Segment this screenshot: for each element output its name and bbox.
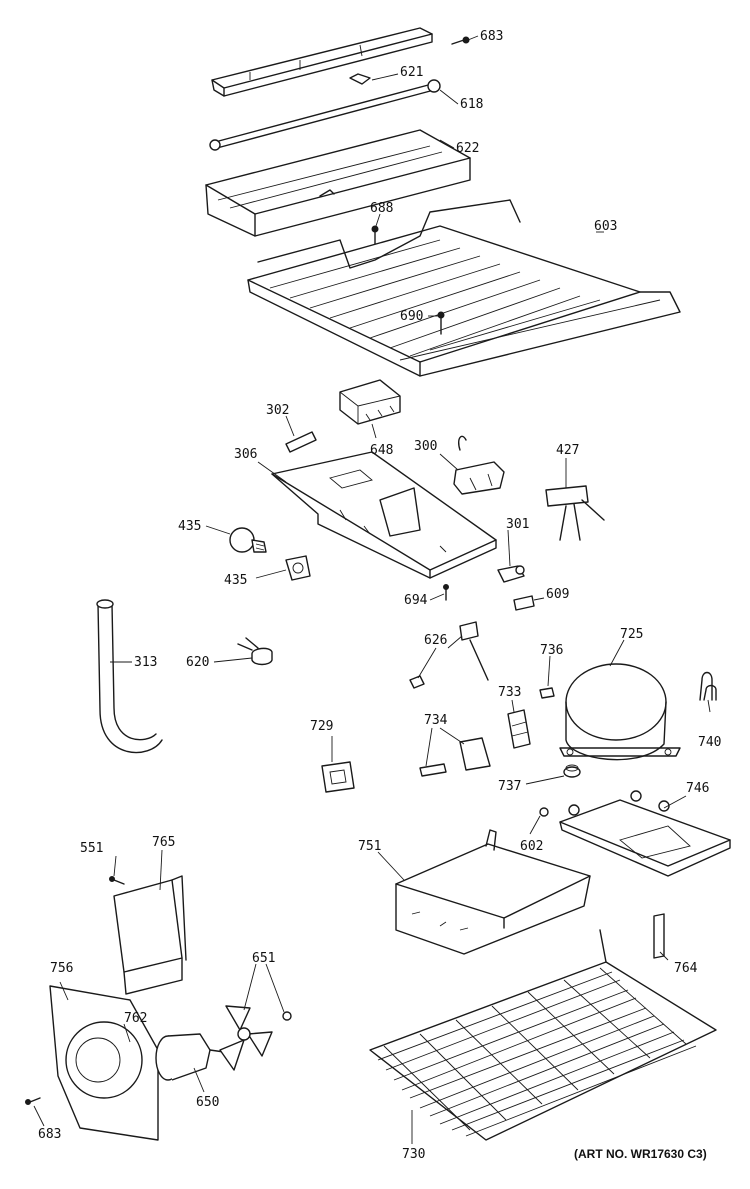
part-729-block — [321, 761, 355, 793]
callout-306: 306 — [234, 447, 257, 462]
part-302-tube — [285, 431, 317, 453]
callout-435-bulb: 435 — [178, 519, 201, 534]
callout-690: 690 — [400, 309, 423, 324]
part-740-hook — [699, 671, 717, 701]
callout-620: 620 — [186, 655, 209, 670]
part-651-fan-blade — [219, 1005, 292, 1071]
part-690-screw — [437, 311, 445, 335]
part-603-cover — [247, 199, 681, 377]
callout-751: 751 — [358, 839, 381, 854]
art-number: (ART NO. WR17630 C3) — [574, 1147, 707, 1161]
part-683-screw-bottom — [25, 1097, 41, 1105]
callout-746: 746 — [686, 781, 709, 796]
callout-756: 756 — [50, 961, 73, 976]
part-313-drain-tube — [96, 599, 163, 754]
part-764-bracket — [653, 913, 665, 959]
part-648-timer — [339, 379, 401, 425]
callout-435-socket: 435 — [224, 573, 247, 588]
callout-302: 302 — [266, 403, 289, 418]
callout-688: 688 — [370, 201, 393, 216]
part-620-cap — [237, 637, 273, 666]
leader-lines — [33, 35, 711, 1144]
part-301-sensor — [497, 565, 525, 583]
part-694-screw — [443, 584, 449, 601]
callout-736: 736 — [540, 643, 563, 658]
part-725-compressor — [559, 663, 681, 761]
part-300-switch — [453, 435, 505, 495]
callout-621: 621 — [400, 65, 423, 80]
callout-683-top: 683 — [480, 29, 503, 44]
callout-730: 730 — [402, 1147, 425, 1162]
callout-737: 737 — [498, 779, 521, 794]
part-746-base-plate — [559, 790, 731, 877]
callout-626: 626 — [424, 633, 447, 648]
callout-300: 300 — [414, 439, 437, 454]
callout-551: 551 — [80, 841, 103, 856]
callout-764: 764 — [674, 961, 698, 976]
callout-301: 301 — [506, 517, 529, 532]
part-626-harness — [409, 621, 489, 689]
part-435-bulb — [229, 527, 267, 553]
callout-740: 740 — [698, 735, 721, 750]
callout-618: 618 — [460, 97, 483, 112]
callout-729: 729 — [310, 719, 333, 734]
part-551-screw — [109, 876, 125, 885]
callout-603: 603 — [594, 219, 617, 234]
part-618-rod — [209, 79, 441, 151]
part-736-clip — [539, 687, 555, 699]
part-734-overload — [419, 737, 491, 777]
part-683-screw-top — [451, 36, 470, 45]
part-688-screw — [371, 225, 379, 247]
part-737-grommet — [563, 764, 581, 778]
callout-694: 694 — [404, 593, 428, 608]
callout-427: 427 — [556, 443, 579, 458]
part-306-light-housing — [271, 451, 497, 579]
part-765-insulation — [113, 875, 187, 995]
callout-762: 762 — [124, 1011, 147, 1026]
callout-650: 650 — [196, 1095, 219, 1110]
part-622-tray — [205, 129, 471, 237]
part-756-fan-shroud — [49, 985, 159, 1141]
part-733-relay — [507, 709, 531, 749]
part-621-bracket — [211, 27, 433, 97]
callout-734: 734 — [424, 713, 448, 728]
callout-609: 609 — [546, 587, 569, 602]
part-435-socket — [285, 555, 311, 581]
part-609-clip — [513, 595, 535, 611]
callout-765: 765 — [152, 835, 175, 850]
part-730-condenser — [369, 929, 717, 1141]
callout-313: 313 — [134, 655, 157, 670]
part-650-fan-motor — [155, 1033, 225, 1081]
part-427-capacitor — [545, 485, 605, 541]
callout-733: 733 — [498, 685, 521, 700]
part-751-drain-pan — [395, 829, 591, 955]
callout-683-bottom: 683 — [38, 1127, 61, 1142]
part-602-clip — [539, 807, 549, 817]
callout-602: 602 — [520, 839, 543, 854]
callout-622: 622 — [456, 141, 479, 156]
callout-725: 725 — [620, 627, 643, 642]
callout-labels: 683 621 618 622 688 603 690 302 648 306 … — [38, 29, 721, 1162]
callout-651: 651 — [252, 951, 275, 966]
callout-648: 648 — [370, 443, 393, 458]
